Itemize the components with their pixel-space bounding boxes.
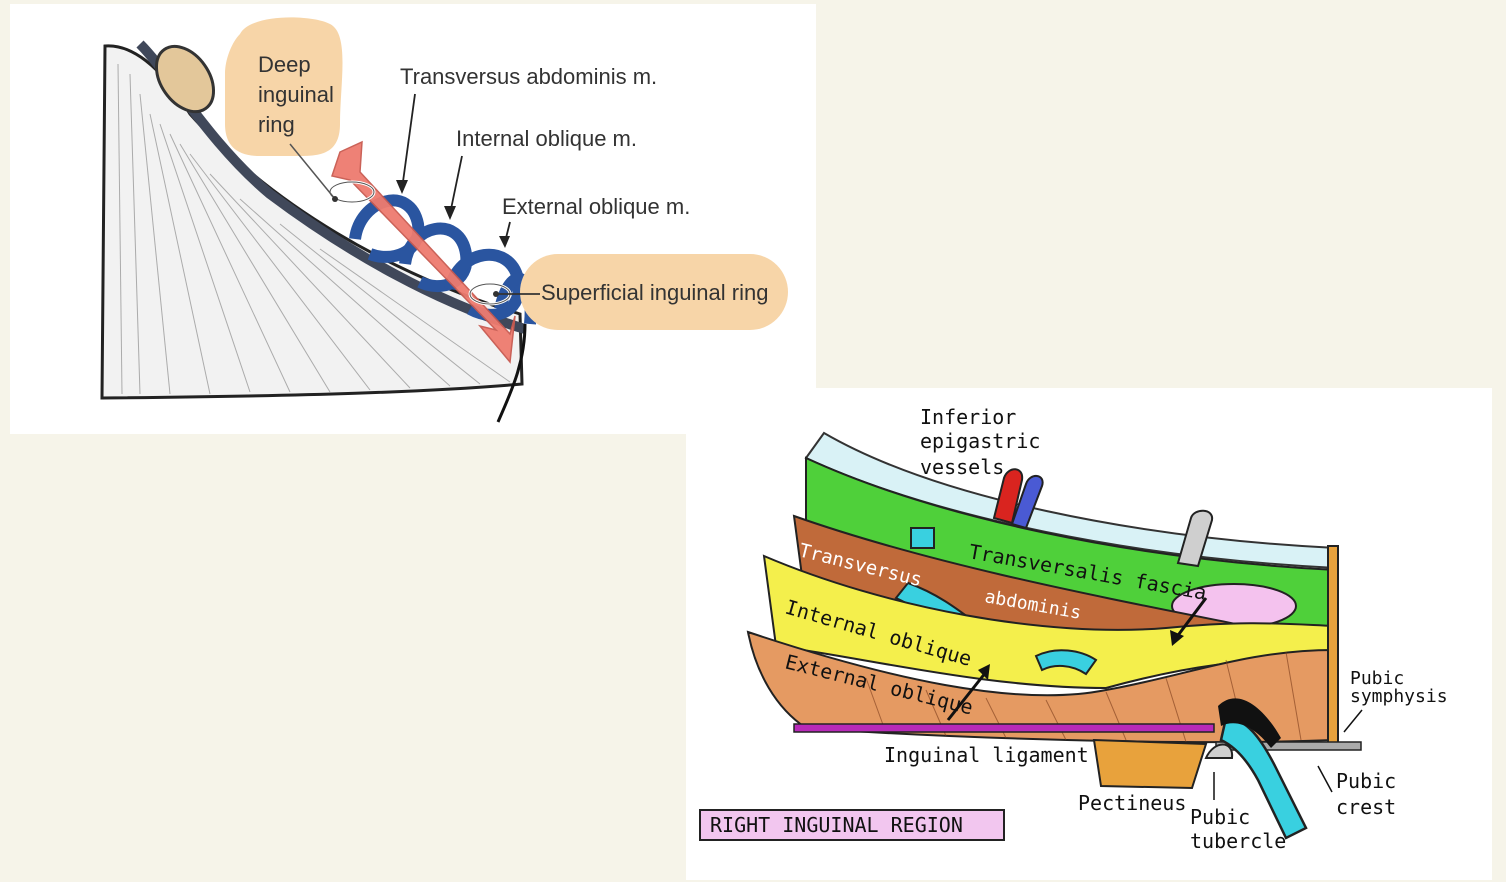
epigastric-vein [1010, 475, 1044, 530]
region-title-box [699, 809, 1005, 841]
canal-arrow [331, 140, 516, 364]
vessels-label-2: epigastric [920, 429, 1040, 453]
vessels-label-3: vessels [920, 455, 1004, 479]
deep-ring-label-1: Deep [258, 52, 311, 77]
inguinal-ligament-label: Inguinal ligament [884, 743, 1089, 767]
deep-ring-label-2: inguinal [258, 82, 334, 107]
wall-hatching [117, 63, 511, 395]
pubic-tubercle-label-1: Pubic [1190, 805, 1250, 829]
superficial-ring-callout [520, 254, 788, 330]
inguinal-canal-schematic: Deep inguinal ring Transversus abdominis… [10, 4, 816, 434]
region-title: RIGHT INGUINAL REGION [710, 813, 963, 837]
pubic-crest-label-2: crest [1336, 795, 1396, 819]
external-oblique-label: External oblique m. [502, 194, 690, 219]
superficial-ring-label: Superficial inguinal ring [541, 280, 768, 305]
deep-ring-callout [225, 17, 343, 156]
grey-duct [1176, 509, 1214, 568]
pubic-symphysis-bar [1327, 545, 1339, 747]
superficial-ring-shadow [1218, 698, 1281, 748]
internal-oblique-label: Internal oblique m. [456, 126, 637, 151]
inguinal-layers-drawing: Inferior epigastric vessels Transversali… [699, 405, 1448, 853]
cut-edge [154, 44, 216, 114]
pubic-crest-label-1: Pubic [1336, 769, 1396, 793]
epigastric-artery [992, 468, 1024, 525]
cord-segment-3 [1034, 649, 1098, 676]
pubic-symphysis-label-1: Pubic [1350, 668, 1404, 689]
pubic-tubercle-label-2: tubercle [1190, 829, 1286, 853]
deep-ring-label-3: ring [258, 112, 295, 137]
vessels-label-1: Inferior [920, 405, 1016, 429]
pubic-tubercle-shape [1204, 743, 1234, 759]
inguinal-canal-drawing: Deep inguinal ring Transversus abdominis… [100, 17, 788, 423]
cord-tail [496, 323, 527, 423]
pubic-symphysis-label-2: symphysis [1350, 686, 1448, 707]
right-inguinal-region-diagram: Inferior epigastric vessels Transversali… [686, 388, 1492, 880]
pectineus-muscle [1092, 738, 1208, 790]
cord-segment-1 [910, 527, 935, 549]
pectineus-label: Pectineus [1078, 791, 1186, 815]
inguinal-ligament-bar [793, 723, 1215, 733]
transversus-label: Transversus abdominis m. [400, 64, 657, 89]
